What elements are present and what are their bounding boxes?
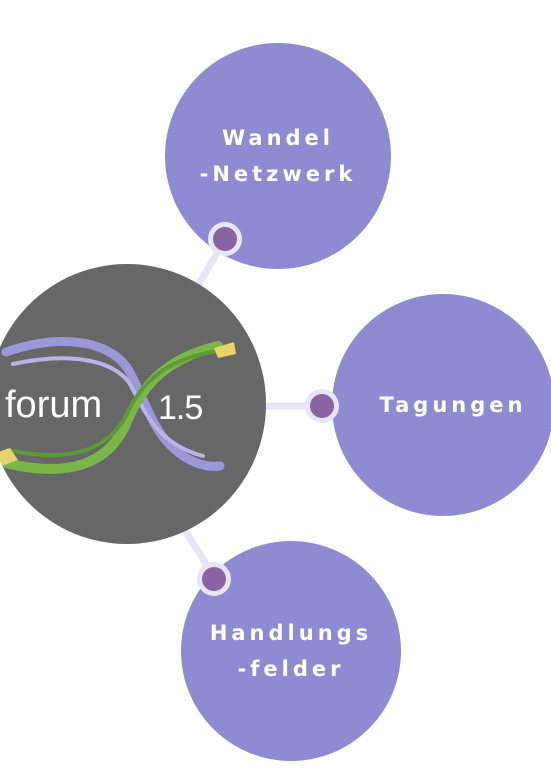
node-wandel-line-1: Wandel — [221, 126, 334, 150]
swoosh-lavender-thin — [11, 356, 205, 458]
node-handlung-line-1: Handlungs — [209, 621, 373, 645]
node-dot-tagungen — [305, 389, 339, 423]
swoosh-lavender-top — [1, 337, 225, 471]
swoosh-green-thin — [6, 348, 228, 458]
logo-word-forum: forum — [5, 384, 103, 426]
logo-word-version: 1.5 — [158, 389, 203, 427]
swoosh-yellow-tip-left — [0, 448, 18, 467]
logo-swoosh-graphic — [0, 337, 236, 474]
node-wandel-netzwerk[interactable]: Wandel -Netzwerk — [165, 43, 391, 269]
swoosh-yellow-tip-right — [214, 342, 236, 358]
hub-logo-circle[interactable]: forum 1.5 — [0, 264, 266, 544]
node-tagungen[interactable]: Tagungen — [332, 294, 551, 516]
node-handlung-line-2: -felder — [237, 657, 345, 681]
node-dot-handlung — [197, 562, 231, 596]
node-dot-wandel — [208, 222, 242, 256]
node-tagungen-line-1: Tagungen — [379, 393, 527, 417]
node-wandel-line-2: -Netzwerk — [199, 162, 357, 186]
